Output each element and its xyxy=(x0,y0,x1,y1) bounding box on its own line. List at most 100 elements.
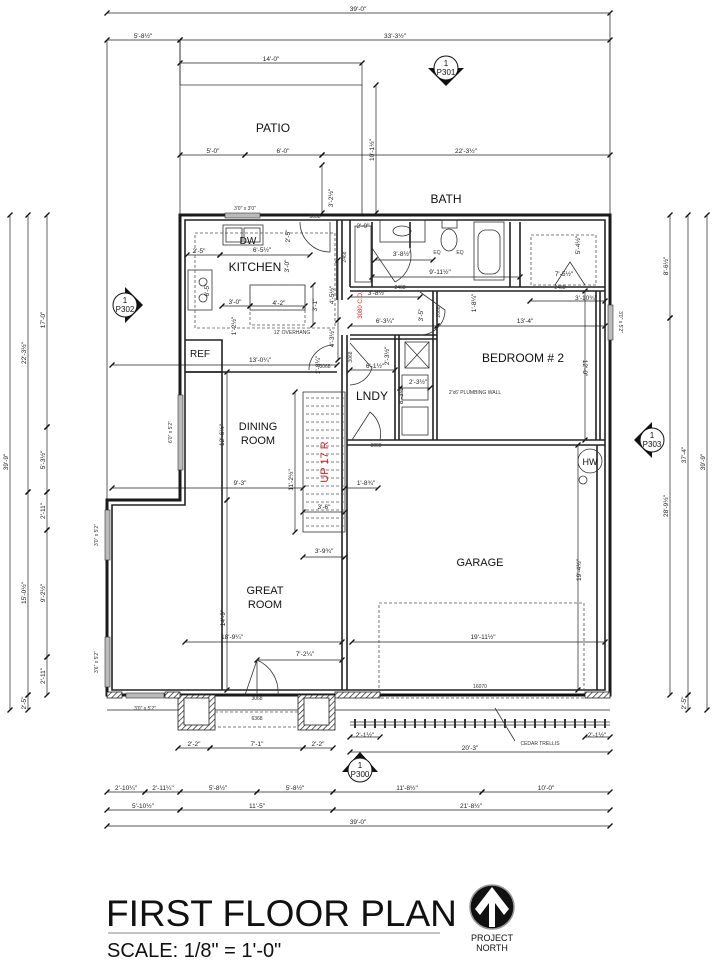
dimension-tick xyxy=(44,654,50,660)
trellis-post xyxy=(404,719,406,728)
marker-sheet: P301 xyxy=(437,68,456,77)
dimension-tick xyxy=(375,485,381,491)
dimension-tick xyxy=(104,789,110,795)
dimension-tick xyxy=(347,367,353,373)
trellis-post xyxy=(534,719,536,728)
dimension-tick xyxy=(607,37,613,43)
dimension-tick xyxy=(177,152,183,158)
dimension-tick xyxy=(704,707,710,713)
dim-label: 9'-3" xyxy=(234,480,248,487)
dimension-labels: 39'-0" 5'-8½" 33'-3½" 14'-0" 10'-1½" 5'-… xyxy=(3,6,707,826)
dim-label: 5'-8½" xyxy=(209,784,228,792)
room-great-line2: ROOM xyxy=(248,599,282,611)
dim-label: 39'-9" xyxy=(3,453,10,470)
room-great-line1: GREAT xyxy=(246,585,283,597)
dimension-tick xyxy=(704,212,710,218)
opening-labels: 3'0" x 3'0" 6'0" x 5'2" 3'0" x 5'2" 3'6"… xyxy=(94,206,623,722)
dimension-tick xyxy=(349,639,355,645)
dim-label: 3'-8½" xyxy=(393,250,412,258)
dim-label: 14'-9" xyxy=(220,609,227,626)
dim-label: 19'-4½" xyxy=(575,558,583,581)
dimension-tick xyxy=(685,692,691,698)
trellis-post xyxy=(514,719,516,728)
trellis-post xyxy=(374,719,376,728)
dimension-tick xyxy=(177,807,183,813)
water-heater xyxy=(577,448,603,474)
dimension-tick xyxy=(44,527,50,533)
dim-label: 12'-6½" xyxy=(218,423,226,446)
plan-title: FIRST FLOOR PLAN xyxy=(106,893,457,934)
dimension-tick xyxy=(667,212,673,218)
room-bedroom-2: BEDROOM # 2 xyxy=(482,351,564,365)
trellis-post xyxy=(504,719,506,728)
marker-number: 1 xyxy=(123,296,128,305)
dimension-tick xyxy=(25,489,31,495)
dim-label: 6'-3¼" xyxy=(376,318,395,325)
dimension-tick xyxy=(219,303,225,309)
section-marker-p303[interactable]: 1 P303 xyxy=(634,422,665,458)
dimension-tick xyxy=(292,389,298,395)
door-label: 2468 xyxy=(554,285,565,291)
marker-number: 1 xyxy=(444,59,449,68)
dimension-tick xyxy=(300,745,306,751)
dimension-tick xyxy=(607,807,613,813)
dimension-tick xyxy=(254,789,260,795)
stair xyxy=(302,391,346,533)
dim-label: 2'-5" xyxy=(681,696,688,710)
trellis-post xyxy=(564,719,566,728)
room-patio: PATIO xyxy=(256,121,290,135)
plumbing-wall-note: 2'x6' PLUMBING WALL xyxy=(449,390,502,396)
dimension-tick xyxy=(330,789,336,795)
plan-scale: SCALE: 1/8" = 1'-0" xyxy=(107,940,281,960)
dimension-tick xyxy=(330,745,336,751)
dim-label: 2'-2" xyxy=(312,741,326,748)
dimension-tick xyxy=(310,322,316,328)
door-label: 2468 xyxy=(394,285,405,291)
dishwasher-label: DW xyxy=(240,236,257,247)
dimension-tick xyxy=(44,212,50,218)
trellis-post xyxy=(474,719,476,728)
dimension-tick xyxy=(377,734,383,740)
dim-label: 2'-11¼" xyxy=(152,785,174,792)
section-marker-p301[interactable]: 1 P301 xyxy=(428,55,464,86)
dimension-tick xyxy=(347,749,353,755)
dimension-tick xyxy=(182,639,188,645)
dimension-tick xyxy=(319,162,325,168)
dim-label: 5'-10½" xyxy=(132,802,155,810)
dim-label: 15'-0½" xyxy=(20,581,28,604)
dim-label: 22'-3½" xyxy=(455,147,478,155)
dim-label: 5'-8½" xyxy=(286,784,305,792)
trellis-post xyxy=(524,719,526,728)
dim-label: 20'-3" xyxy=(462,745,479,752)
dim-label: 2'-1½" xyxy=(356,731,375,739)
dim-label: 2'-0" xyxy=(357,223,371,230)
door-label: 2068 xyxy=(436,306,442,317)
dim-label: 3'-6" xyxy=(318,504,332,511)
room-laundry: LNDY xyxy=(356,389,388,403)
marker-number: 1 xyxy=(650,431,655,440)
dimension-tick xyxy=(25,692,31,698)
section-marker-p302[interactable]: 1 P302 xyxy=(112,287,143,323)
dim-label: 3'-0" xyxy=(229,299,243,306)
dimension-tick xyxy=(242,152,248,158)
marker-number: 1 xyxy=(358,761,363,770)
dimension-tick xyxy=(44,424,50,430)
cedar-trellis-note: CEDAR TRELLIS xyxy=(520,741,560,747)
dim-label: 6'-0" xyxy=(277,148,291,155)
dim-label: 5'-4½" xyxy=(574,235,582,254)
room-garage: GARAGE xyxy=(456,557,503,569)
dimension-tick xyxy=(310,282,316,288)
dimension-tick xyxy=(7,707,13,713)
dim-label: 13'-4" xyxy=(517,318,534,325)
dim-label: 5'-3½" xyxy=(39,450,47,469)
trellis-post xyxy=(424,719,426,728)
section-marker-p300[interactable]: 1 P300 xyxy=(342,752,378,783)
door-swings xyxy=(244,221,586,696)
dim-label: 9'-2½" xyxy=(39,583,47,602)
trellis-post xyxy=(484,719,486,728)
dim-label: 39'-0" xyxy=(350,819,367,826)
dim-label: 1'-8¼" xyxy=(471,293,478,312)
shower xyxy=(404,341,430,369)
dimension-tick xyxy=(142,789,148,795)
